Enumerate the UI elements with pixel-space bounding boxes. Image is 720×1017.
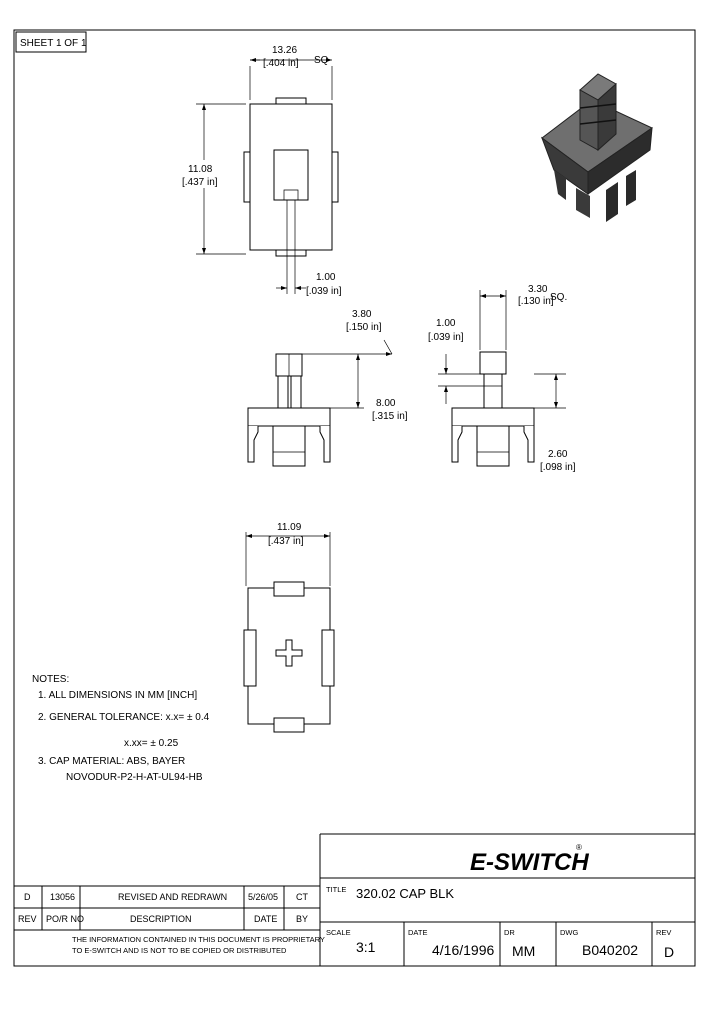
title-value: 320.02 CAP BLK: [356, 886, 454, 901]
notes-line-1: 1. ALL DIMENSIONS IN MM [INCH]: [38, 690, 197, 701]
overall-height-mm: 8.00: [376, 398, 396, 409]
overall-height-inch: [.315 in]: [372, 411, 408, 422]
side-stem-mm: 1.00: [436, 318, 456, 329]
top-height-inch: [.437 in]: [182, 177, 218, 188]
top-width-suffix: SQ: [314, 55, 329, 66]
notes-line-2: 2. GENERAL TOLERANCE: x.x= ± 0.4: [38, 712, 210, 723]
rev-row-date: 5/26/05: [248, 892, 278, 902]
top-view: [243, 97, 339, 257]
title-block: [319, 833, 695, 966]
rev-header-date: DATE: [254, 914, 277, 924]
side-view: [451, 351, 535, 467]
sheet-label: SHEET 1 OF 1: [20, 38, 87, 49]
side-square-inch: [.130 in]: [518, 296, 554, 307]
dwg-value: B040202: [582, 942, 638, 958]
rev-label: REV: [656, 928, 671, 937]
drawn-by-value: MM: [512, 943, 535, 959]
stem-width-mm: 3.80: [352, 309, 372, 320]
side-leg-mm: 2.60: [548, 449, 568, 460]
proprietary-line-2: TO E-SWITCH AND IS NOT TO BE COPIED OR D…: [72, 946, 287, 955]
dwg-label: DWG: [560, 928, 578, 937]
date-label: DATE: [408, 928, 427, 937]
bottom-width-inch: [.437 in]: [268, 536, 304, 547]
isometric-render: [540, 73, 654, 222]
rev-row-by: CT: [296, 892, 308, 902]
logo-text: E-SWITCH: [470, 849, 589, 876]
rev-value: D: [664, 944, 674, 960]
stem-width-inch: [.150 in]: [346, 322, 382, 333]
notes-line-4: 3. CAP MATERIAL: ABS, BAYER: [38, 756, 185, 767]
bottom-width-mm: 11.09: [277, 522, 302, 533]
top-height-mm: 11.08: [188, 164, 213, 175]
sheet-border: [13, 29, 696, 967]
bottom-view: [243, 581, 335, 733]
revision-table: [14, 885, 320, 931]
e-switch-logo: E-SWITCH ®: [470, 843, 589, 876]
rev-row-rev: D: [24, 892, 31, 902]
logo-registered-mark: ®: [576, 843, 582, 852]
side-stem-inch: [.039 in]: [428, 332, 464, 343]
slot-width-inch: [.039 in]: [306, 286, 342, 297]
rev-header-description: DESCRIPTION: [130, 914, 192, 924]
sheet-label-box: [15, 31, 87, 53]
notes-line-3: x.xx= ± 0.25: [124, 738, 179, 749]
rev-row-po: 13056: [50, 892, 75, 902]
side-square-mm: 3.30: [528, 284, 548, 295]
front-view: [247, 353, 331, 467]
title-label: TITLE: [326, 885, 346, 894]
rev-header-by: BY: [296, 914, 308, 924]
slot-width-mm: 1.00: [316, 272, 336, 283]
rev-row-description: REVISED AND REDRAWN: [118, 892, 227, 902]
top-width-inch: [.404 in]: [263, 58, 299, 69]
date-value: 4/16/1996: [432, 942, 494, 958]
side-leg-inch: [.098 in]: [540, 462, 576, 473]
scale-label: SCALE: [326, 928, 351, 937]
notes-heading: NOTES:: [32, 674, 69, 685]
drawn-by-label: DR: [504, 928, 515, 937]
scale-value: 3:1: [356, 939, 376, 955]
rev-header-rev: REV: [18, 914, 37, 924]
top-width-mm: 13.26: [272, 45, 297, 56]
proprietary-line-1: THE INFORMATION CONTAINED IN THIS DOCUME…: [72, 935, 325, 944]
notes-line-5: NOVODUR-P2-H-AT-UL94-HB: [66, 772, 203, 783]
rev-header-po: PO/R NO: [46, 914, 84, 924]
side-square-suffix: SQ.: [550, 292, 567, 303]
